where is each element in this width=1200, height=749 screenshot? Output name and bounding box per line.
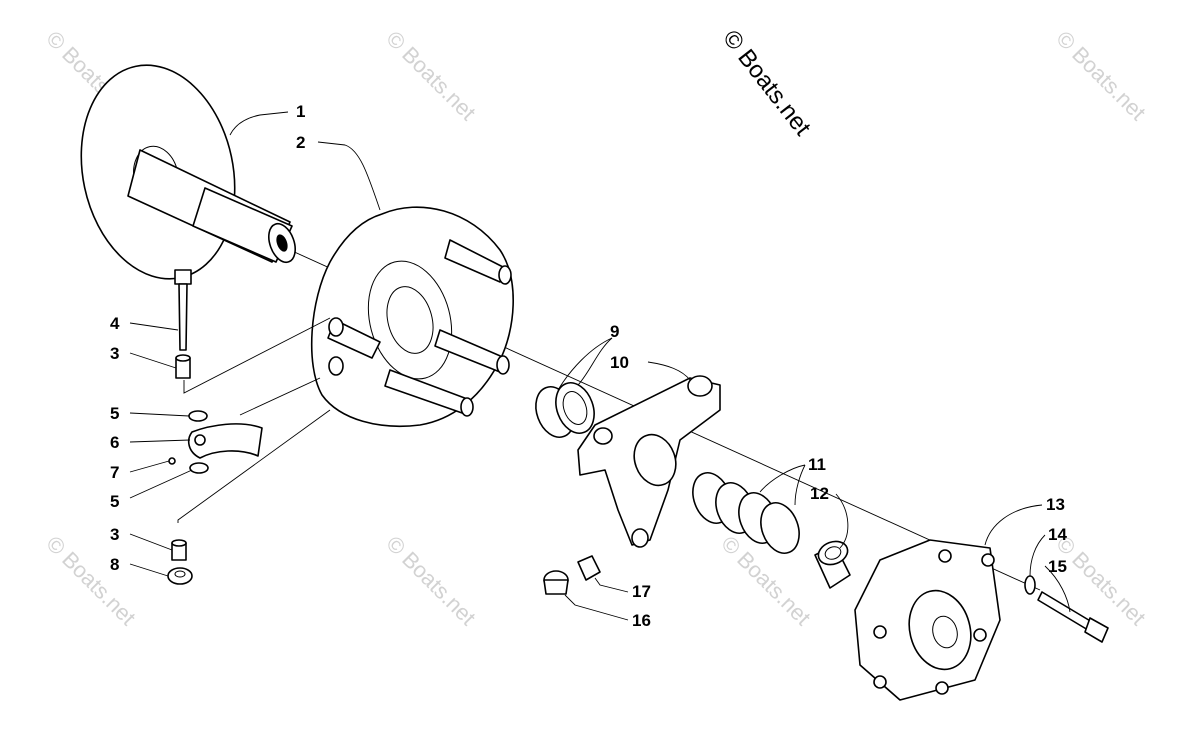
callout-14: 14: [1048, 525, 1067, 544]
part-5-washer-upper: [188, 410, 208, 422]
callout-9: 9: [610, 322, 619, 341]
callout-4: 4: [110, 314, 120, 333]
part-2-movable-sheave: [310, 206, 514, 428]
callout-12: 12: [810, 484, 829, 503]
watermark: © Boats.net: [381, 26, 480, 125]
callout-16: 16: [632, 611, 651, 630]
callout-numbers: 1 2 4 3 5 6 7 5 3 8 9 10 11 12 13 14 15 …: [110, 102, 1067, 630]
part-7-pin: [168, 457, 176, 465]
callout-1: 1: [296, 102, 305, 121]
callout-3-upper: 3: [110, 344, 119, 363]
part-11-spring: [692, 472, 800, 554]
part-3-bushing-upper: [175, 354, 191, 379]
callout-3-lower: 3: [110, 525, 119, 544]
watermark: © Boats.net: [381, 531, 480, 630]
part-9-shims: [535, 382, 595, 438]
part-13-cover: [854, 539, 1001, 701]
part-15-bolt: [1037, 591, 1109, 643]
callout-17: 17: [632, 582, 651, 601]
callout-11: 11: [808, 455, 826, 474]
callout-13: 13: [1046, 495, 1065, 514]
watermark: © Boats.net: [1051, 26, 1150, 125]
watermark: © Boats.net: [41, 531, 140, 630]
part-5-washer-lower: [189, 462, 209, 474]
leader-lines: [129, 111, 1071, 621]
callout-5-lower: 5: [110, 492, 119, 511]
callout-2: 2: [296, 133, 305, 152]
part-4-bolt: [174, 269, 192, 351]
watermark: © Boats.net: [716, 531, 815, 630]
callout-5-upper: 5: [110, 404, 119, 423]
part-1-fixed-sheave: [80, 64, 296, 280]
callout-15: 15: [1048, 557, 1067, 576]
callout-8: 8: [110, 555, 119, 574]
callout-10: 10: [610, 353, 629, 372]
part-17-roller-pin: [577, 555, 601, 581]
copyright-notice: © Boats.net: [717, 25, 816, 141]
part-3-bushing-lower: [171, 539, 187, 561]
callout-6: 6: [110, 433, 119, 452]
callout-7: 7: [110, 463, 119, 482]
part-14-washer: [1024, 575, 1036, 595]
part-8-nut: [167, 567, 193, 585]
part-10-spider: [577, 375, 721, 548]
part-16-button: [543, 570, 569, 595]
part-6-cam-arm: [187, 423, 263, 459]
part-12-bushing: [814, 540, 851, 589]
